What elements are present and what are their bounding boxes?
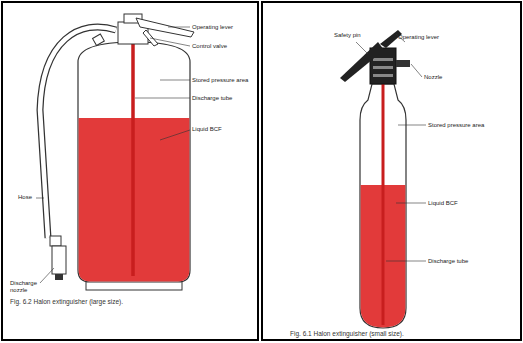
part-label: Discharge tube [192,95,232,102]
small-extinguisher [340,30,410,328]
panel-border [2,2,258,340]
part-label: Liquid BCF [192,126,222,133]
large-extinguisher [40,14,194,290]
panel-border [262,2,521,340]
part-label: Liquid BCF [428,200,458,207]
part-label: Control valve [192,43,227,50]
leader-lines [356,34,426,261]
leader-lines [36,27,190,283]
part-label: Operating lever [398,34,439,41]
part-label: Discharge tube [428,258,468,265]
part-label: Stored pressure area [428,122,484,129]
part-label: Discharge nozzle [10,280,42,294]
part-label: Nozzle [424,74,442,81]
part-label: Operating lever [192,24,233,31]
part-label: Hose [18,194,32,201]
part-label: Stored pressure area [192,77,248,84]
figure-caption: Fig. 6.2 Halon extinguisher (large size)… [10,298,123,305]
figure-caption: Fig. 6.1 Halon extinguisher (small size)… [290,330,404,337]
part-label: Safety pin [334,32,361,39]
